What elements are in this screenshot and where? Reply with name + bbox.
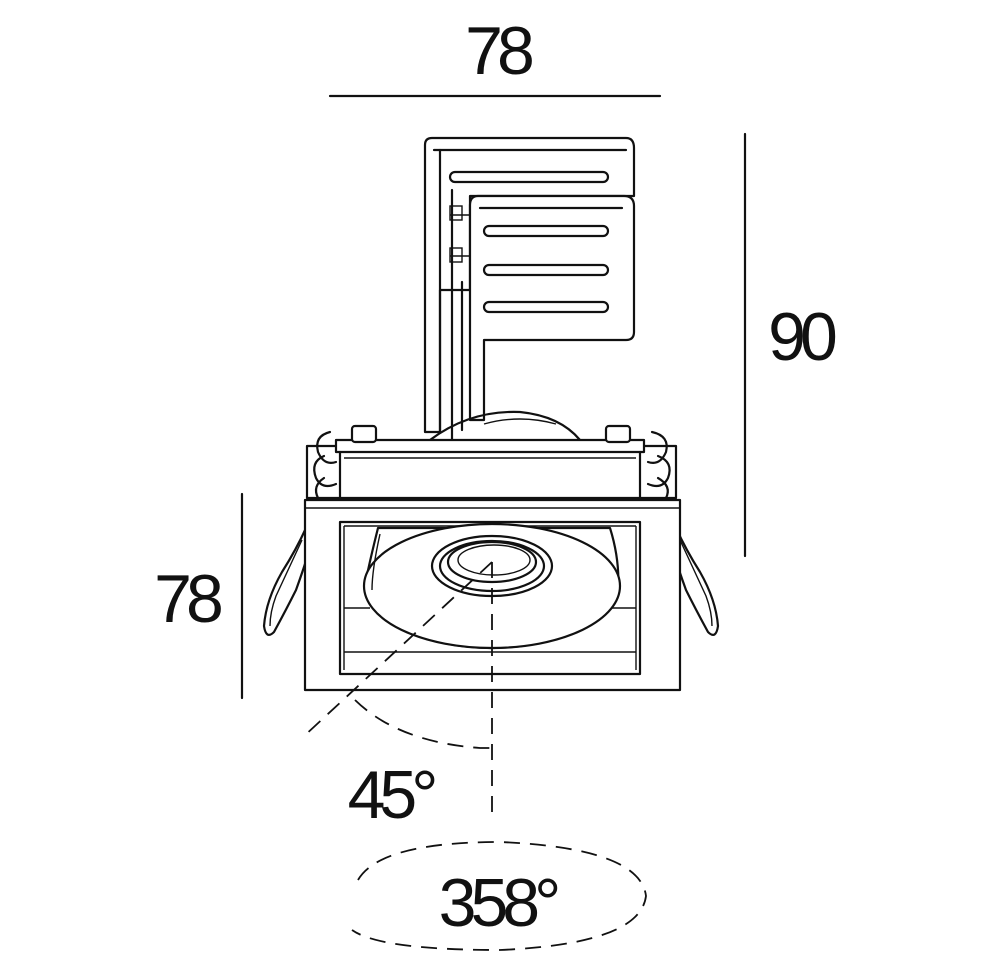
mounting-ring bbox=[305, 424, 678, 502]
vent-slot bbox=[482, 263, 610, 277]
rotation-ellipse bbox=[351, 841, 647, 951]
vent-slot bbox=[482, 300, 610, 314]
tilt-angle-indicator: 45° bbox=[301, 561, 496, 833]
left-height-dimension: 78 bbox=[154, 492, 244, 700]
tilt-arc bbox=[354, 699, 496, 749]
right-height-dimension: 90 bbox=[743, 132, 842, 558]
tilted-axis-line bbox=[301, 561, 493, 739]
inner-frame bbox=[338, 520, 642, 676]
right-height-label: 90 bbox=[768, 299, 836, 375]
top-width-dimension: 78 bbox=[328, 13, 662, 98]
spring-clips bbox=[262, 526, 720, 636]
right-spring-clip bbox=[670, 526, 720, 636]
top-width-label: 78 bbox=[465, 13, 532, 89]
rotation-angle-indicator: 358° bbox=[351, 841, 647, 951]
tilt-angle-label: 45° bbox=[348, 757, 436, 833]
vent-slot bbox=[482, 224, 610, 238]
rotation-angle-label: 358° bbox=[439, 865, 558, 941]
left-spring-clip bbox=[262, 526, 312, 636]
driver-housing bbox=[423, 136, 636, 442]
left-height-label: 78 bbox=[154, 561, 221, 637]
